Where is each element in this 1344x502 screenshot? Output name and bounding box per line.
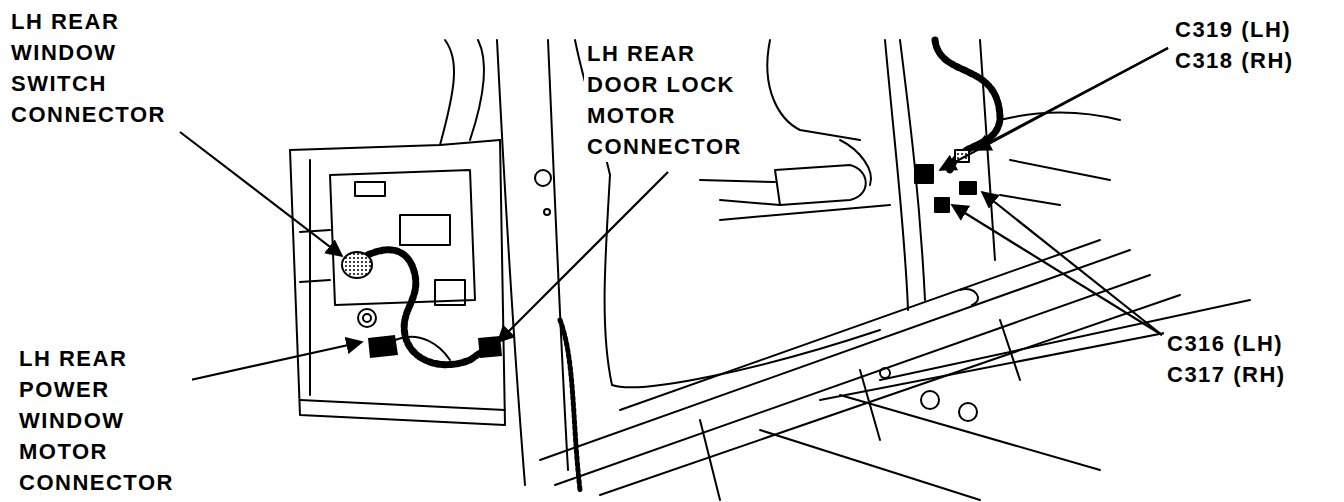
connector-id: C316 (LH) <box>1164 328 1286 359</box>
connector-id: C317 (RH) <box>1164 359 1289 390</box>
part-label: LH REAR POWER WINDOW MOTOR CONNECTOR <box>16 343 192 498</box>
part-label: LH REAR WINDOW SWITCH CONNECTOR <box>8 6 184 130</box>
connector-id: C318 (RH) <box>1172 45 1297 76</box>
part-label: LH REAR DOOR LOCK MOTOR CONNECTOR <box>584 38 760 162</box>
connector-id: C319 (LH) <box>1172 14 1294 45</box>
